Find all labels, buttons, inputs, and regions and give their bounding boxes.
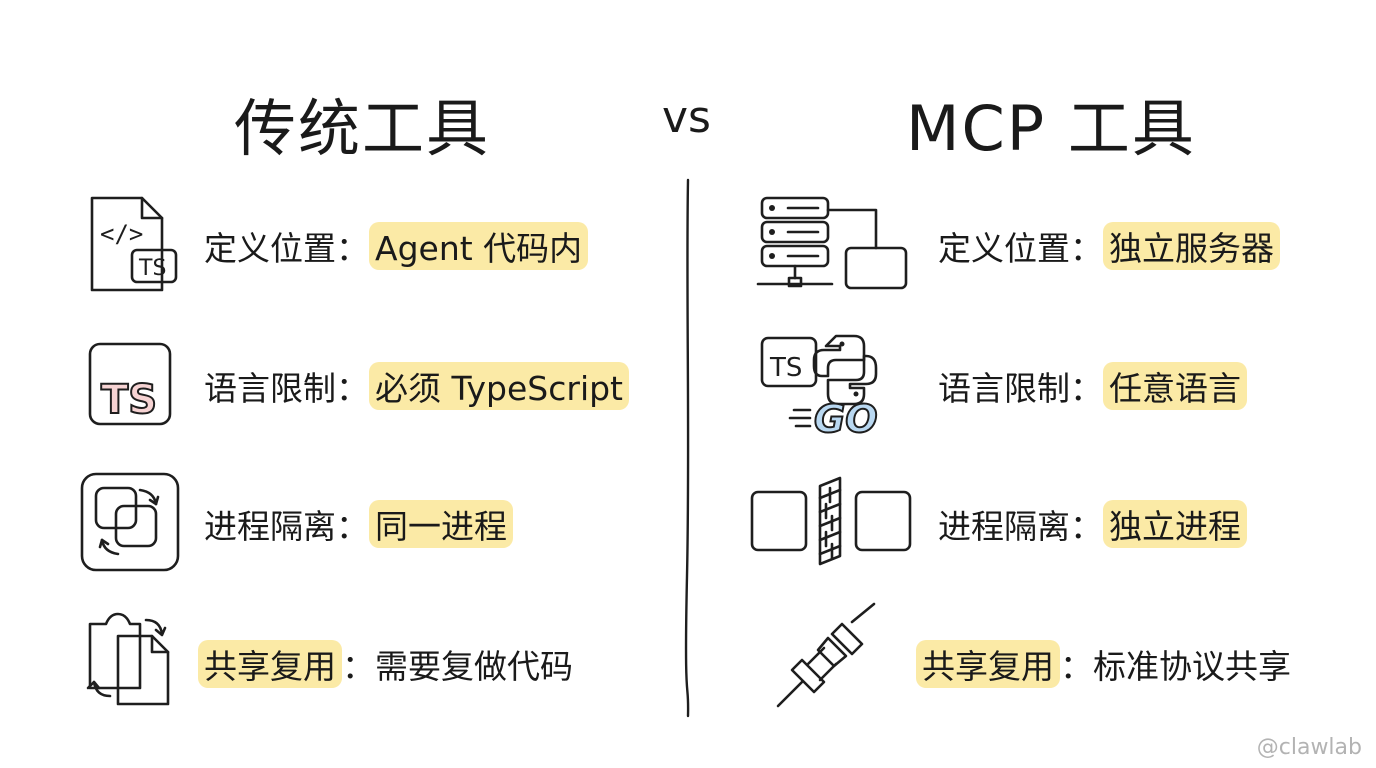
row-label-highlight: 共享复用 bbox=[198, 640, 342, 688]
row-separator: ： bbox=[336, 369, 369, 408]
center-divider bbox=[684, 178, 690, 718]
watermark: @clawlab bbox=[1256, 735, 1362, 760]
row-value-highlight: 必须 TypeScript bbox=[369, 362, 629, 410]
row-label-highlight: 共享复用 bbox=[916, 640, 1060, 688]
left-row-definition: 定义位置：Agent 代码内 bbox=[204, 222, 589, 270]
left-row-process: 进程隔离：同一进程 bbox=[204, 500, 513, 548]
left-row-sharing: 共享复用：需要复做代码 bbox=[198, 640, 573, 688]
right-row-sharing: 共享复用：标准协议共享 bbox=[916, 640, 1291, 688]
svg-text:TS: TS bbox=[101, 377, 157, 423]
row-separator: ： bbox=[1070, 507, 1103, 546]
multi-language-icon: TS GO bbox=[760, 334, 879, 440]
row-value-highlight: 独立服务器 bbox=[1103, 222, 1280, 270]
plug-icon bbox=[776, 602, 876, 708]
typescript-icon: TS bbox=[88, 342, 172, 426]
row-label: 进程隔离 bbox=[204, 507, 336, 546]
svg-text:TS: TS bbox=[769, 353, 802, 383]
row-separator: ： bbox=[342, 647, 375, 686]
firewall-icon bbox=[750, 476, 912, 566]
svg-text:TS: TS bbox=[138, 256, 166, 281]
left-row-language: 语言限制：必须 TypeScript bbox=[204, 362, 629, 410]
row-label: 进程隔离 bbox=[938, 507, 1070, 546]
vs-label: vs bbox=[662, 92, 711, 143]
row-value: 标准协议共享 bbox=[1093, 647, 1291, 686]
svg-text:</>: </> bbox=[100, 220, 143, 248]
right-row-definition: 定义位置：独立服务器 bbox=[938, 222, 1280, 270]
row-separator: ： bbox=[1070, 369, 1103, 408]
row-value-highlight: 任意语言 bbox=[1103, 362, 1247, 410]
right-row-process: 进程隔离：独立进程 bbox=[938, 500, 1247, 548]
row-value-highlight: 独立进程 bbox=[1103, 500, 1247, 548]
right-row-language: 语言限制：任意语言 bbox=[938, 362, 1247, 410]
left-title: 传统工具 bbox=[234, 92, 491, 165]
server-icon bbox=[756, 196, 908, 290]
row-separator: ： bbox=[1060, 647, 1093, 686]
row-separator: ： bbox=[1070, 229, 1103, 268]
row-separator: ： bbox=[336, 229, 369, 268]
row-separator: ： bbox=[336, 507, 369, 546]
right-title: MCP 工具 bbox=[906, 92, 1196, 165]
ts-code-file-icon: </> TS bbox=[90, 196, 178, 292]
row-value-highlight: Agent 代码内 bbox=[369, 222, 589, 270]
row-label: 语言限制 bbox=[204, 369, 336, 408]
row-label: 定义位置 bbox=[938, 229, 1070, 268]
copy-code-icon bbox=[86, 612, 170, 706]
row-label: 定义位置 bbox=[204, 229, 336, 268]
same-process-icon bbox=[80, 472, 180, 572]
row-label: 语言限制 bbox=[938, 369, 1070, 408]
row-value: 需要复做代码 bbox=[375, 647, 573, 686]
svg-text:GO: GO bbox=[814, 397, 878, 440]
row-value-highlight: 同一进程 bbox=[369, 500, 513, 548]
